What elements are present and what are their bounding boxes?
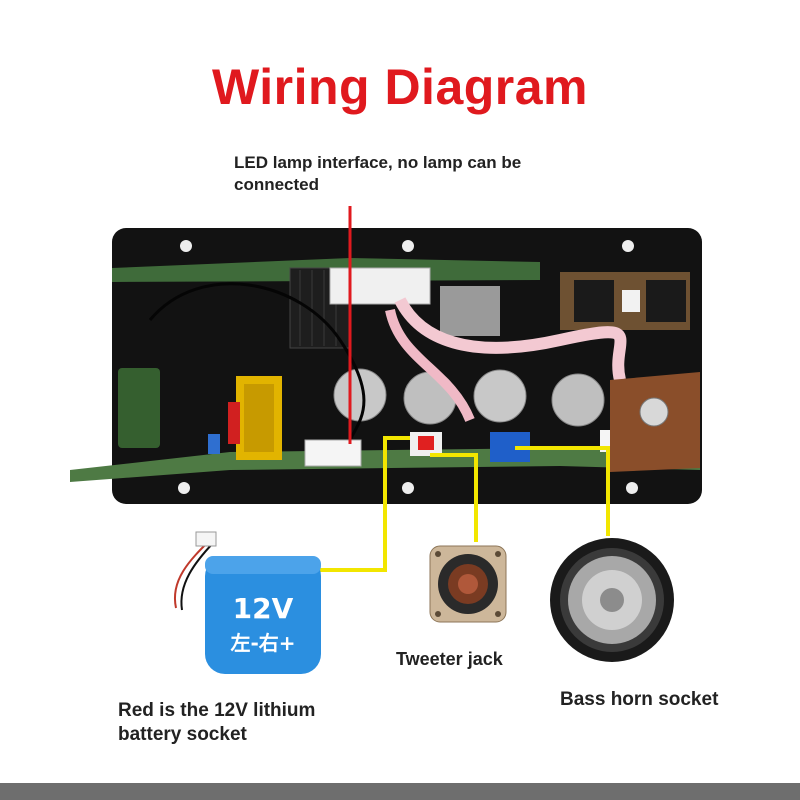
tweeter-jack-label: Tweeter jack [396, 649, 503, 669]
diagram-title: Wiring Diagram [211, 59, 589, 115]
battery-voltage-text: 12V [233, 592, 294, 625]
bass-connector-line [515, 446, 610, 536]
battery-polarity-text: 左-右+ [230, 631, 295, 655]
battery-connector-line [318, 436, 410, 572]
led-interface-label: LED lamp interface, no lamp can be conne… [234, 153, 522, 194]
bass-horn-socket-label: Bass horn socket [560, 689, 719, 710]
bass-speaker-graphic [550, 538, 674, 662]
battery-socket-label: Red is the 12V lithium battery socket [118, 700, 316, 745]
battery-pack: 12V 左-右+ [173, 531, 321, 674]
connector-lines [318, 436, 610, 572]
tweeter-graphic [429, 545, 507, 623]
tweeter-connector-line [430, 453, 478, 542]
bottom-bar [0, 783, 800, 800]
